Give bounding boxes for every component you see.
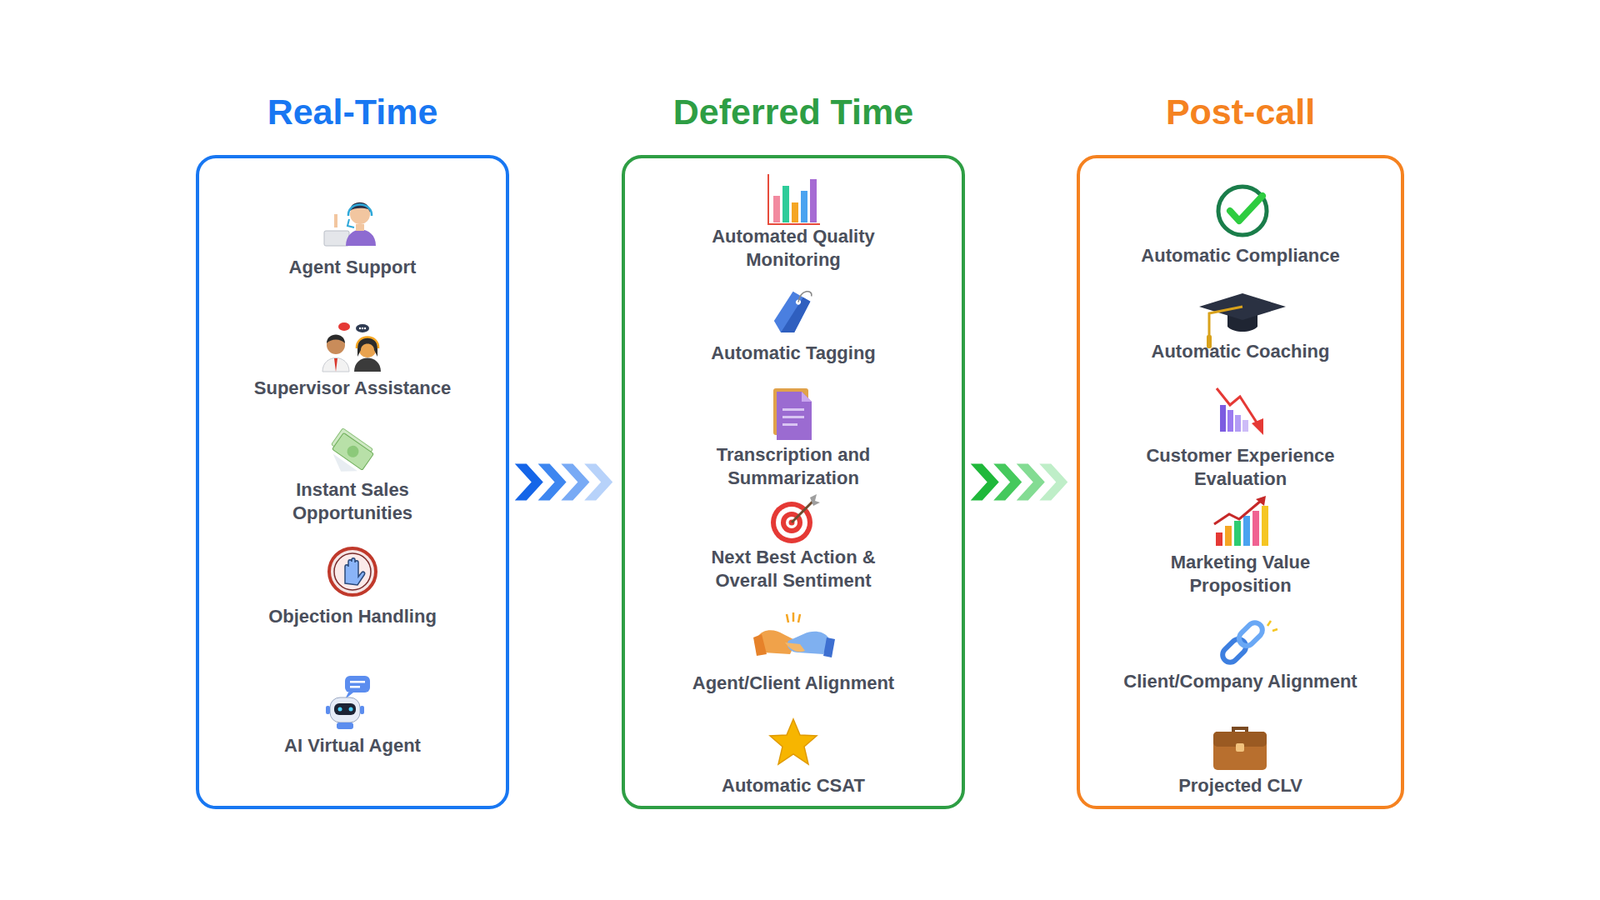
handshake-icon — [753, 612, 835, 658]
column-heading: Post-call — [1046, 91, 1435, 133]
feature-label: Automatic Coaching — [1103, 340, 1379, 364]
feature-label: Automated Quality Monitoring — [693, 225, 894, 272]
feature-label: Next Best Action & Overall Sentiment — [693, 545, 894, 593]
check-icon — [1218, 186, 1267, 235]
feature-label: Client/Company Alignment — [1099, 670, 1383, 694]
feature-label: Automatic Compliance — [1103, 244, 1379, 268]
declining-chart-icon — [1216, 388, 1264, 435]
feature-label: Supervisor Assistance — [227, 376, 478, 400]
feature-label: Automatic CSAT — [668, 774, 919, 798]
tag-icon — [770, 283, 816, 339]
money-icon — [321, 428, 376, 482]
graduation-cap-icon — [1199, 293, 1286, 349]
rising-chart-icon — [1214, 495, 1269, 546]
feature-label: Agent Support — [227, 255, 478, 280]
feature-label: Objection Handling — [227, 605, 478, 629]
feature-label: Customer Experience Evaluation — [1132, 444, 1350, 491]
feature-label: AI Virtual Agent — [227, 734, 478, 758]
robot-icon — [325, 675, 370, 730]
star-icon — [770, 719, 817, 765]
chevron-connector — [970, 464, 1069, 501]
real-time-column: Real-TimeAgent SupportSupervisor Assista… — [195, 155, 510, 810]
deferred-time-column: Deferred TimeAutomated Quality Monitorin… — [621, 155, 965, 810]
quality-chart-icon — [768, 174, 820, 225]
feature-label: Agent/Client Alignment — [660, 671, 927, 695]
agent-icon — [324, 202, 376, 246]
column-heading: Deferred Time — [591, 91, 995, 133]
post-call-column: Post-callAutomatic ComplianceAutomatic C… — [1076, 155, 1405, 810]
briefcase-icon — [1213, 726, 1267, 770]
feature-label: Projected CLV — [1115, 774, 1366, 798]
document-icon — [773, 388, 812, 440]
column-heading: Real-Time — [165, 91, 540, 133]
chain-link-icon — [1219, 609, 1283, 673]
feature-label: Transcription and Summarization — [701, 443, 885, 490]
objection-icon — [329, 548, 376, 595]
feature-label: Automatic Tagging — [668, 341, 919, 365]
feature-label: Instant Sales Opportunities — [269, 478, 436, 525]
chevron-connector — [515, 464, 613, 501]
feature-label: Marketing Value Proposition — [1149, 550, 1333, 598]
supervisor-icon — [322, 322, 381, 372]
target-icon — [770, 494, 820, 544]
